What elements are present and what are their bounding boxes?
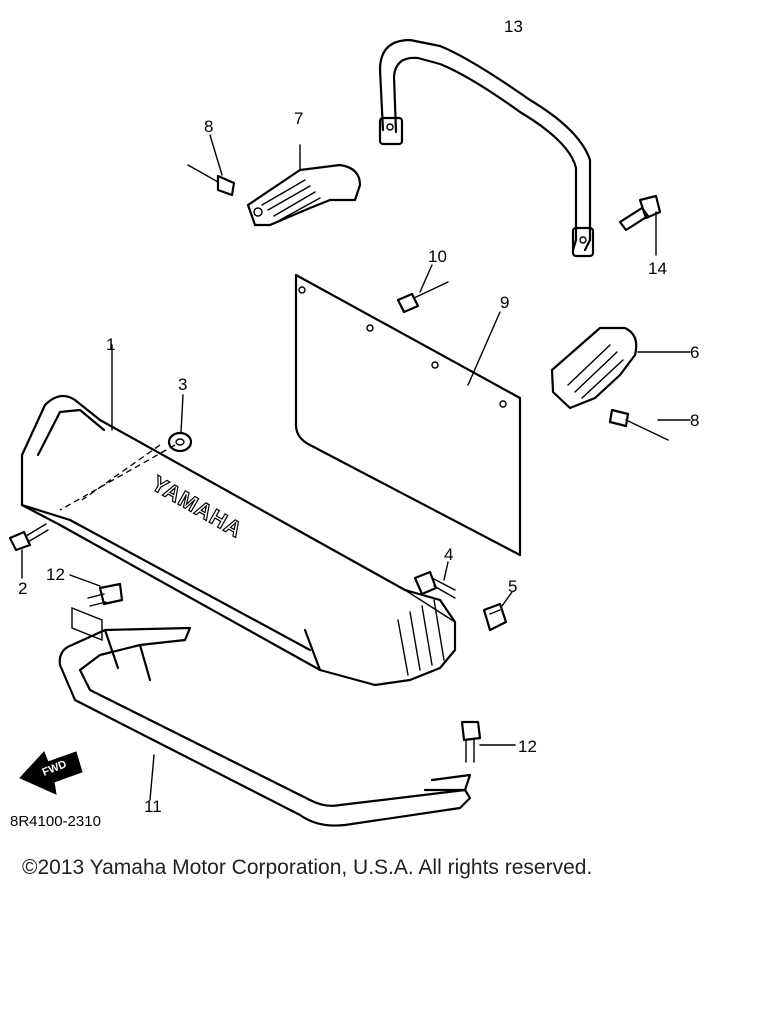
- nut-3: [167, 394, 193, 453]
- diagram-code: 8R4100-2310: [10, 813, 101, 830]
- parts-diagram: YAMAHA: [8, 17, 699, 830]
- clip-nut-5: [482, 591, 513, 632]
- callout-10: 10: [428, 247, 447, 266]
- copyright-notice: ©2013 Yamaha Motor Corporation, U.S.A. A…: [22, 856, 593, 879]
- callout-13: 13: [504, 17, 523, 36]
- license-plate: [294, 273, 522, 557]
- callout-2: 2: [18, 579, 27, 598]
- forward-arrow-icon: FWD: [19, 751, 83, 795]
- callout-1: 1: [106, 335, 115, 354]
- bracket-side: [550, 326, 691, 410]
- grab-bar: [378, 38, 595, 258]
- callout-12-right: 12: [518, 737, 537, 756]
- callout-5: 5: [508, 577, 517, 596]
- bracket-top: [246, 144, 362, 227]
- callout-11: 11: [144, 797, 162, 816]
- callout-12-left: 12: [46, 565, 65, 584]
- callout-8-top: 8: [204, 117, 213, 136]
- callout-9: 9: [500, 293, 509, 312]
- callout-14: 14: [648, 259, 667, 278]
- callout-7: 7: [294, 109, 303, 128]
- bolt-12-left: [69, 574, 124, 642]
- screw-2: [8, 523, 49, 579]
- bolt-right: [618, 194, 662, 256]
- bolt-4: [413, 561, 456, 599]
- bumper-brand: YAMAHA: [148, 471, 248, 543]
- bolt-12-right: [460, 720, 516, 763]
- callout-4: 4: [444, 545, 453, 564]
- rivet-right: [608, 408, 691, 441]
- callout-8-right: 8: [690, 411, 699, 430]
- callout-6: 6: [690, 343, 699, 362]
- callout-3: 3: [178, 375, 187, 394]
- rivet-top: [187, 134, 236, 197]
- lower-stay: [58, 626, 472, 827]
- rivet-10: [396, 264, 449, 314]
